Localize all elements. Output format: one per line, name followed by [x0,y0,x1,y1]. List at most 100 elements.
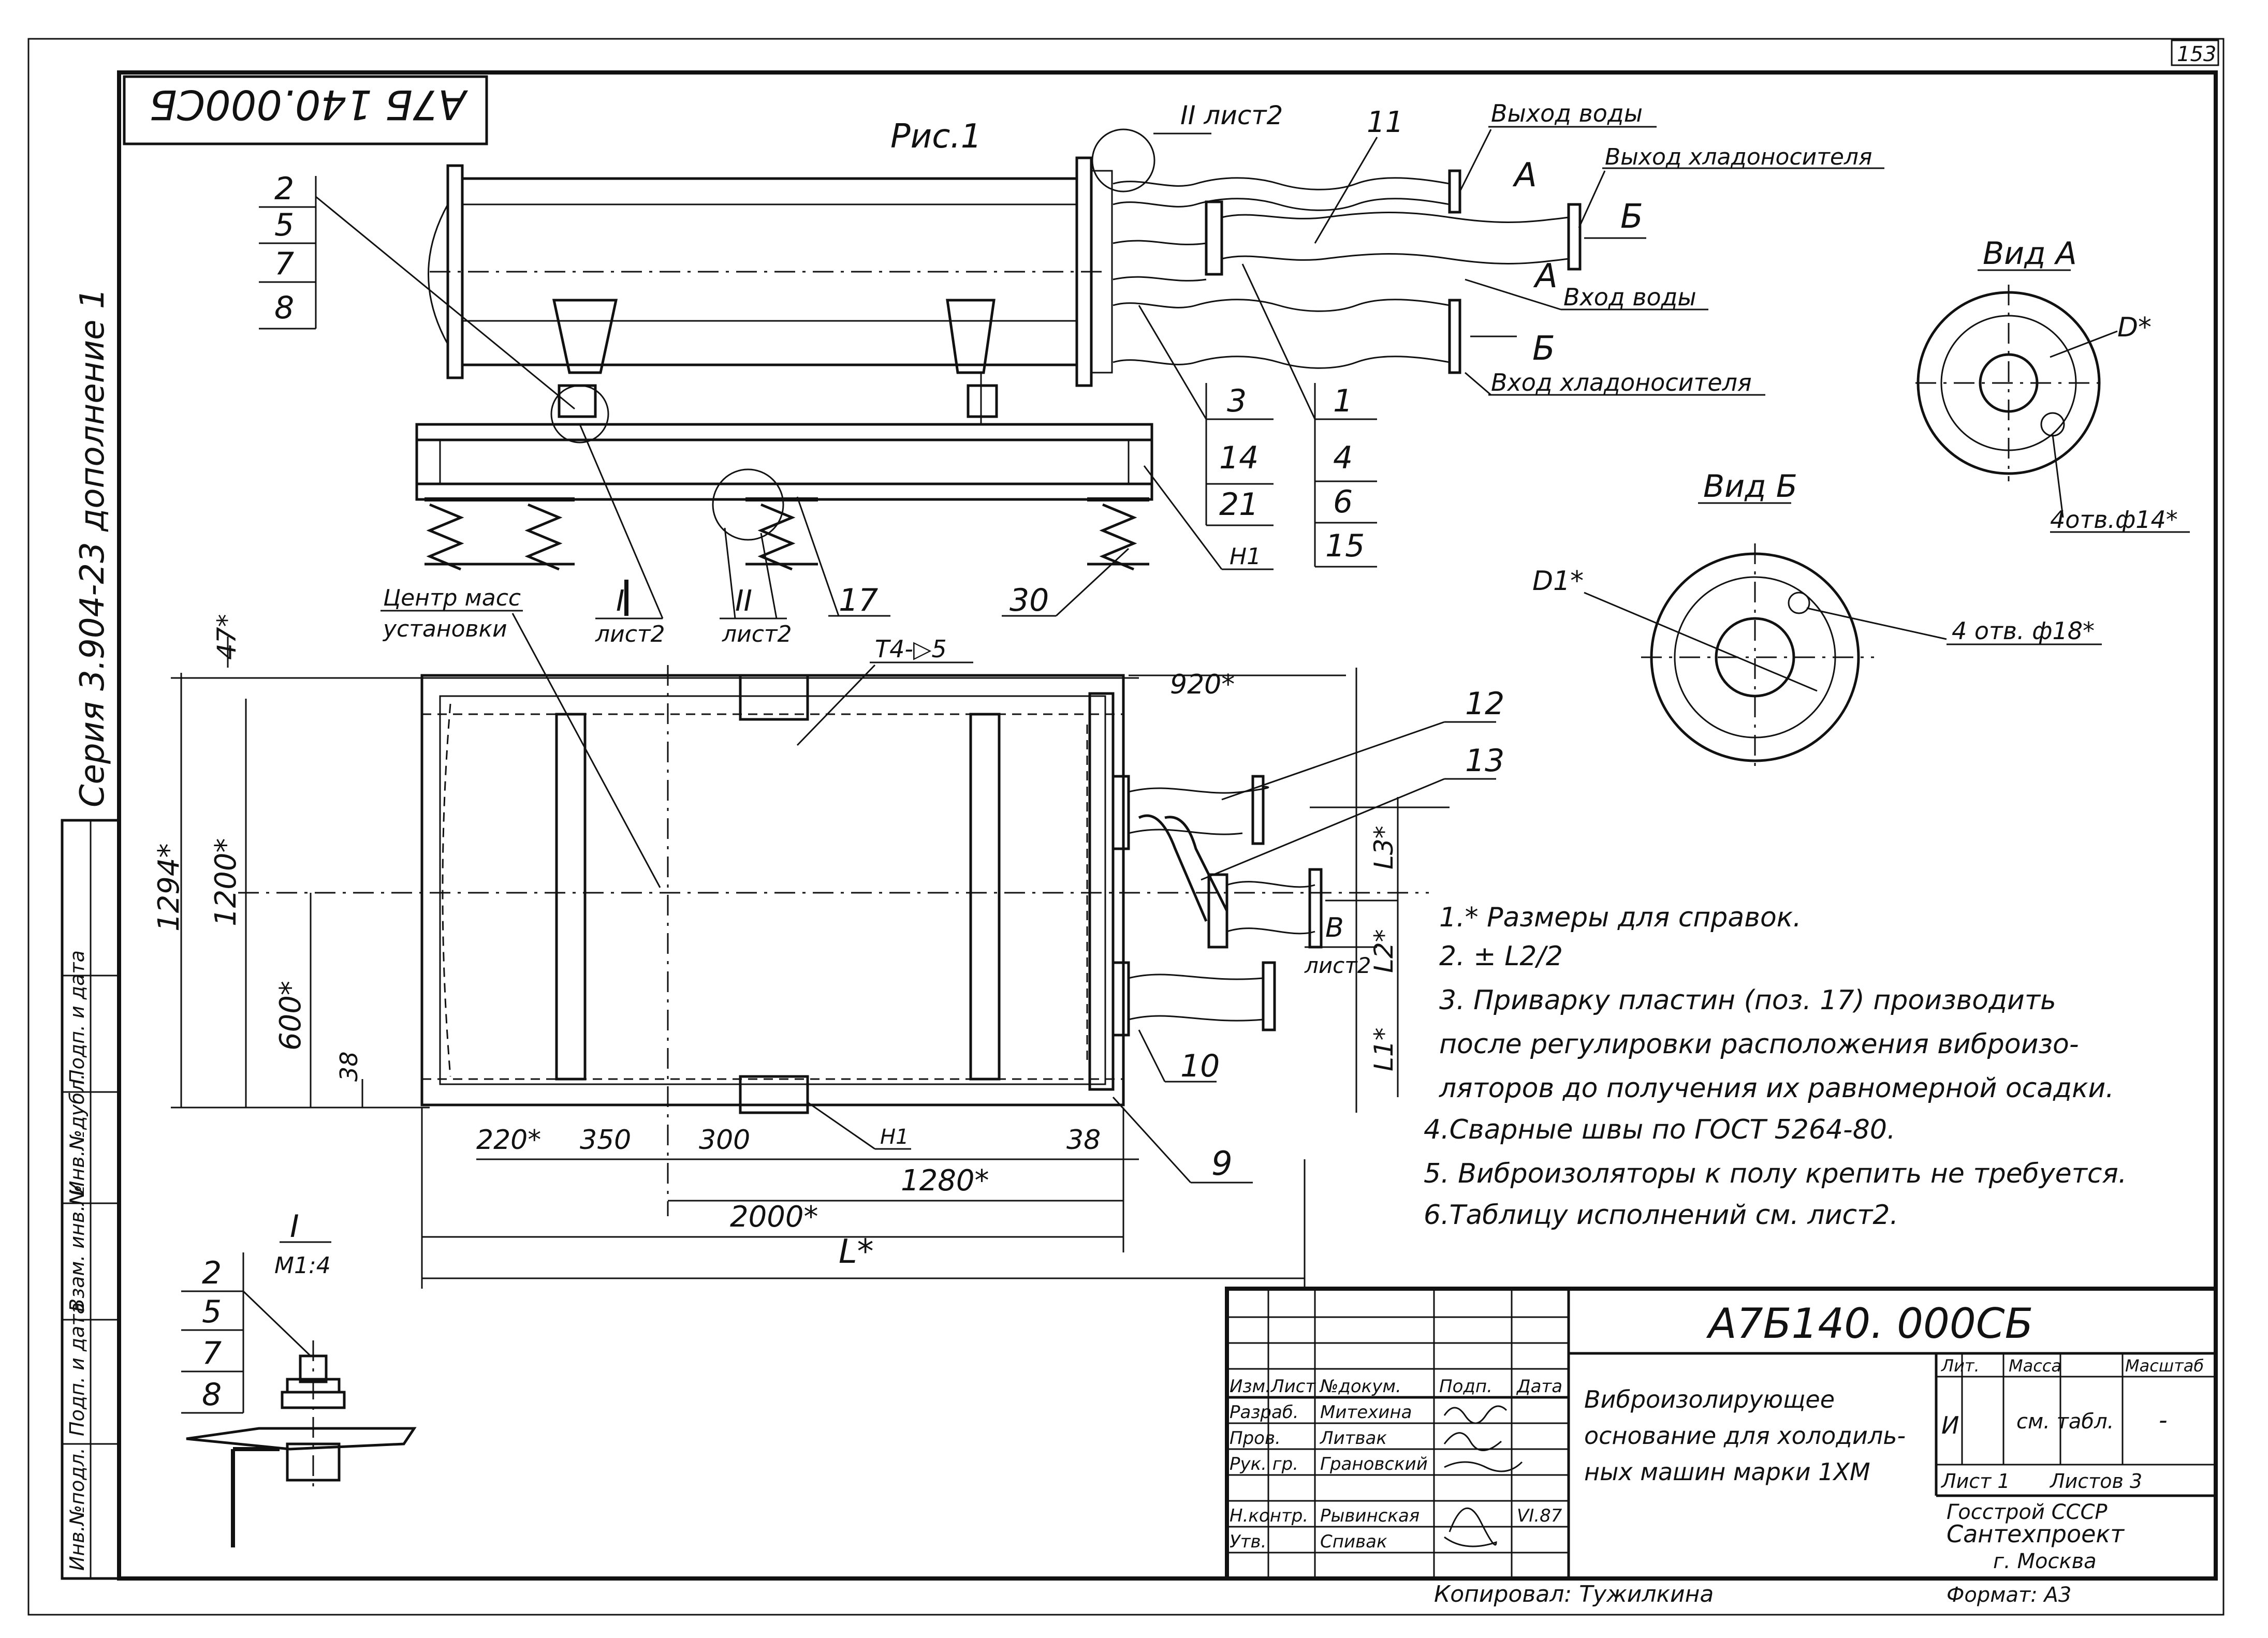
label-II-sheet2: II лист2 [1180,100,1283,130]
title-name-1: основание для холодиль- [1584,1422,1906,1450]
note-3-cont2: ляторов до получения их равномерной осад… [1439,1073,2114,1104]
callout-mid2: 1 4 6 15 [1241,263,1377,568]
view-B-sheet: лист2 [1304,953,1371,978]
title-name-0: Виброизолирующее [1584,1385,1835,1413]
dim-L: L* [839,1233,874,1271]
row-role-2: Рук. гр. [1230,1454,1298,1474]
elevation-view: II лист2 11 Выход воды А Выход хладоноси… [259,99,1884,647]
mass-header: Масса [2009,1356,2061,1376]
col-header-3: Подп. [1439,1376,1493,1397]
detail-I-title: I [290,1208,299,1245]
detail-callout-3: 8 [202,1377,222,1413]
dim-38-vertical: 38 [335,1051,363,1082]
dim-350: 350 [580,1125,631,1156]
col-header-1: Лист [1270,1376,1316,1397]
title-block: А7Б140. 000СБ Виброизолирующее основание… [1225,1287,2218,1607]
detail-callout-1: 5 [202,1294,222,1330]
dim-47: 47* [212,614,242,660]
dim-300: 300 [699,1125,750,1156]
callout-left-1: 5 [274,207,294,243]
elev-pos-17: 17 [839,582,878,618]
margin-cell-3: Инв.№дубл. [66,1073,89,1196]
detail-callout-0: 2 [202,1255,222,1291]
note-1: 1.* Размеры для справок. [1439,902,1802,933]
callout-mid1: 3 14 21 [1138,305,1274,526]
view-b-holes: 4 отв. ф18* [1952,617,2095,645]
row-name-4: Рывинская [1320,1506,1420,1526]
title-name-2: ных машин марки 1ХМ [1584,1458,1870,1486]
plan-pos-13: 13 [1465,743,1504,779]
section-I-label: I [616,584,625,618]
view-a-dim: D* [2117,312,2152,343]
label-coolant-out: Выход хладоносителя [1605,144,1872,170]
callout-left-2: 7 [274,246,294,282]
dim-1200: 1200* [209,838,243,926]
elev-pos-H1: Н1 [1230,543,1261,570]
callout-mid2-0: 1 [1333,383,1353,419]
callout-mid1-2: 21 [1219,486,1259,523]
margin-cell-2: Взам. инв.№ [66,1185,89,1312]
row-name-0: Митехина [1320,1402,1412,1423]
section-II-sheet: лист2 [722,621,792,647]
label-water-in: Вход воды [1563,283,1696,311]
margin-cell-1: Подп. и дата [66,1302,89,1436]
plan-pos-H1: Н1 [880,1125,909,1149]
callout-mid1-1: 14 [1219,440,1259,476]
note-2: 2. ± L2/2 [1439,941,1563,972]
label-coolant-in: Вход хладоносителя [1491,368,1752,396]
row-role-0: Разраб. [1230,1402,1299,1423]
plan-pos-10: 10 [1180,1048,1220,1084]
notes: 1.* Размеры для справок. 2. ± L2/2 3. Пр… [1424,902,2127,1231]
section-I-sheet: лист2 [595,621,665,647]
callout-left-3: 8 [274,290,294,326]
note-6: 6.Таблицу исполнений см. лист2. [1424,1200,1898,1231]
row-role-4: Н.контр. [1230,1506,1308,1526]
detail-I: I М1:4 2 5 7 8 [181,1208,417,1547]
margin-cell-4: Подп. и дата [66,950,89,1084]
lit-header: Лит. [1941,1356,1980,1376]
row-date-4: VI.87 [1517,1506,1562,1526]
org-line-1: Госстрой СССР [1947,1500,2108,1524]
dim-2000: 2000* [730,1200,818,1234]
row-name-1: Литвак [1319,1428,1387,1449]
detail-callout-2: 7 [202,1335,222,1371]
weld-symbol: Т4-▷5 [875,635,947,663]
dim-38-horizontal: 38 [1066,1125,1101,1156]
dim-600: 600* [274,981,308,1051]
callout-mid1-0: 3 [1227,383,1247,419]
format-label: Формат: А3 [1947,1583,2071,1607]
note-5: 5. Виброизоляторы к полу крепить не треб… [1424,1158,2127,1189]
view-a-title: Вид А [1983,235,2077,272]
callout-mid2-1: 4 [1333,440,1353,476]
figure-caption: Рис.1 [890,117,982,156]
rotated-stamp-code: А7Б 140.000СБ [149,81,469,127]
title-code: А7Б140. 000СБ [1706,1300,2033,1348]
pos-11: 11 [1367,106,1403,139]
view-a-holes: 4отв.ф14* [2050,506,2178,534]
scale-value: - [2159,1406,2168,1434]
center-of-mass-label2: установки [382,616,507,642]
org-line-3: г. Москва [1993,1550,2097,1573]
series-side-text: Серия 3.904-23 дополнение 1 [74,288,112,807]
dim-L3: L3* [1369,825,1399,869]
left-margin-table: Инв.№подл. Подп. и дата Взам. инв.№ Инв.… [61,819,121,1580]
plan-pos-12: 12 [1465,686,1504,722]
dim-220: 220* [476,1125,541,1156]
dim-1294: 1294* [152,843,186,932]
scale-header: Масштаб [2125,1356,2204,1376]
center-of-mass-label: Центр масс [383,585,521,611]
callout-left-0: 2 [274,171,294,207]
label-water-out: Выход воды [1491,99,1643,127]
arrow-label-B-top: Б [1620,198,1643,236]
col-header-2: №докум. [1319,1376,1401,1397]
note-4: 4.Сварные швы по ГОСТ 5264-80. [1424,1114,1895,1145]
dim-920: 920* [1170,669,1235,700]
note-3-cont1: после регулировки расположения виброизо- [1439,1029,2079,1060]
dim-L2: L2* [1369,929,1399,973]
callout-mid2-2: 6 [1333,484,1353,520]
row-role-1: Пров. [1230,1428,1281,1449]
col-header-4: Дата [1516,1376,1562,1397]
view-b-dim: D1* [1532,566,1584,597]
section-II-label: II [735,584,752,618]
